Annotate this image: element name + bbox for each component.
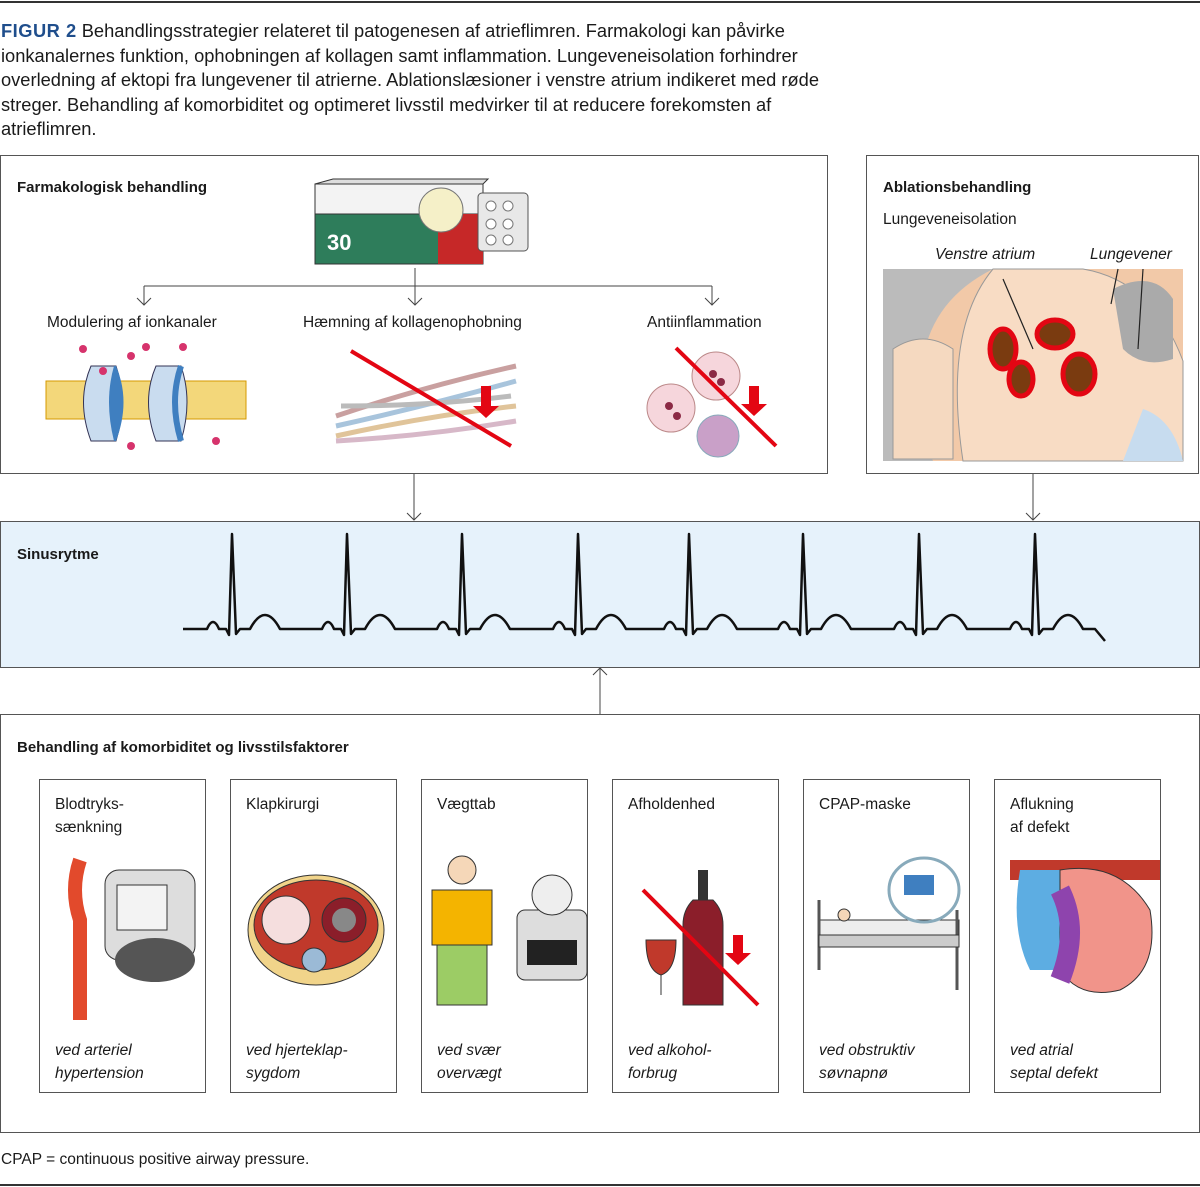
ablation-subtitle: Lungeveneisolation — [883, 211, 1017, 228]
card-heading: Klapkirurgi — [246, 796, 320, 813]
pharma-title: Farmakologisk behandling — [17, 179, 208, 196]
ion-channel-icon — [45, 343, 247, 450]
label-venstre-atrium: Venstre atrium — [935, 246, 1036, 263]
left-atrium-ablation-illustration — [883, 268, 1184, 462]
pack-number: 30 — [327, 230, 351, 255]
cpap-bed-icon — [817, 856, 961, 990]
lifestyle-card: Klapkirurgi ved hjerteklap- sygdom — [230, 779, 397, 1093]
card-heading: Vægttab — [437, 796, 496, 813]
collagen-crossed-icon — [335, 349, 517, 448]
lifestyle-card: Aflukning af defekt ved atrial septal def… — [994, 779, 1161, 1093]
figure-caption: FIGUR 2 Behandlingsstrategier relateret … — [1, 19, 821, 142]
sinus-title: Sinusrytme — [17, 546, 99, 563]
top-rule — [0, 1, 1200, 3]
branch-inflammation: Antiinflammation — [647, 314, 762, 331]
card-condition: ved hjerteklap- sygdom — [246, 1042, 348, 1082]
heart-septal-icon — [1010, 860, 1160, 993]
branch-ion-channels: Modulering af ionkanaler — [47, 314, 217, 331]
caption-text: Behandlingsstrategier relateret til pato… — [1, 20, 819, 139]
bottom-rule — [0, 1184, 1200, 1186]
branch-arrows — [136, 268, 720, 306]
wine-crossed-icon — [641, 870, 760, 1007]
card-condition: ved alkohol- forbrug — [628, 1042, 712, 1082]
card-condition: ved atrial septal defekt — [1010, 1042, 1098, 1082]
card-condition: ved arteriel hypertension — [55, 1042, 144, 1082]
card-heading: CPAP-maske — [819, 796, 911, 813]
blood-pressure-monitor-icon — [68, 857, 196, 1020]
sinus-rhythm-panel: Sinusrytme — [0, 521, 1200, 668]
card-condition: ved obstruktiv søvnapnø — [819, 1042, 915, 1082]
branch-collagen: Hæmning af kollagenophobning — [303, 314, 522, 331]
flow-arrows — [406, 474, 1041, 714]
lifestyle-card: Blodtryks- sænkning ved arteriel hyperten… — [39, 779, 206, 1093]
ablation-panel: Ablationsbehandling Lungeveneisolation V… — [866, 155, 1199, 474]
lifestyle-card: Afholdenhed ved alkohol- forbrug — [612, 779, 779, 1093]
ablation-title: Ablationsbehandling — [883, 179, 1032, 196]
label-lungevener: Lungevener — [1090, 246, 1172, 263]
card-heading: Blodtryks- sænkning — [55, 796, 124, 836]
lifestyle-title: Behandling af komorbiditet og livsstilsf… — [17, 739, 349, 756]
pill-pack-icon: 30 — [314, 178, 529, 265]
inflammatory-cells-crossed-icon — [646, 346, 778, 458]
lifestyle-card: CPAP-maske ved obstruktiv søvnapnø — [803, 779, 970, 1093]
lifestyle-card: Vægttab ved svær overvægt — [421, 779, 588, 1093]
footnote: CPAP = continuous positive airway pressu… — [1, 1151, 310, 1168]
pharma-panel: Farmakologisk behandling 30 Modulering a… — [0, 155, 828, 474]
heart-valves-icon — [247, 874, 385, 986]
scale-person-icon — [431, 855, 588, 1006]
card-heading: Aflukning af defekt — [1010, 796, 1074, 836]
card-heading: Afholdenhed — [628, 796, 716, 813]
card-condition: ved svær overvægt — [437, 1042, 502, 1082]
ecg-trace — [183, 532, 1106, 642]
figure-label: FIGUR 2 — [1, 20, 77, 41]
